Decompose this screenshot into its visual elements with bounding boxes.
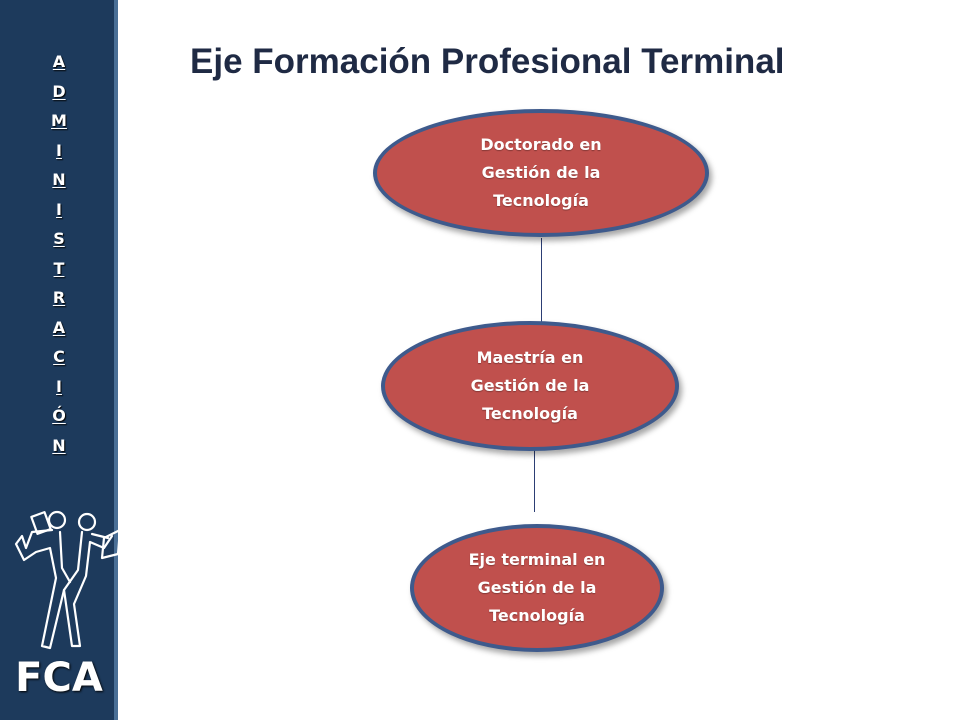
sidebar-letter: R [52, 288, 66, 307]
administracion-vertical-text: A D M I N I S T R A C I Ó N [0, 47, 118, 460]
sidebar-letter: N [52, 170, 66, 189]
sidebar-letter: N [52, 435, 66, 455]
connector-line-top [541, 238, 542, 324]
node-label: Maestría en Gestión de la Tecnología [470, 348, 590, 423]
sidebar-letter: A [52, 52, 66, 71]
sidebar-letter: Ó [52, 406, 66, 425]
node-label: Eje terminal en Gestión de la Tecnología [468, 550, 606, 625]
node-label: Doctorado en Gestión de la Tecnología [480, 135, 602, 210]
connector-line-bottom [534, 450, 535, 512]
sidebar-letter: T [53, 258, 65, 278]
sidebar-letter: I [56, 199, 62, 219]
sidebar-letter: S [53, 229, 65, 248]
diagram-node-doctorado: Doctorado en Gestión de la Tecnología [373, 109, 709, 237]
sidebar-letter: I [56, 376, 62, 396]
fca-figures-logo-icon [14, 510, 122, 650]
fca-logo-text: FCA [15, 655, 103, 701]
sidebar: A D M I N I S T R A C I Ó N FCA [0, 0, 122, 720]
diagram-node-maestria: Maestría en Gestión de la Tecnología [381, 321, 679, 451]
sidebar-letter: C [53, 347, 65, 366]
sidebar-letter: D [52, 81, 66, 101]
diagram-node-eje-terminal: Eje terminal en Gestión de la Tecnología [410, 524, 664, 652]
sidebar-letter: A [52, 317, 66, 337]
page-title: Eje Formación Profesional Terminal [190, 42, 785, 81]
sidebar-letter: I [56, 140, 62, 160]
sidebar-letter: M [51, 111, 67, 130]
